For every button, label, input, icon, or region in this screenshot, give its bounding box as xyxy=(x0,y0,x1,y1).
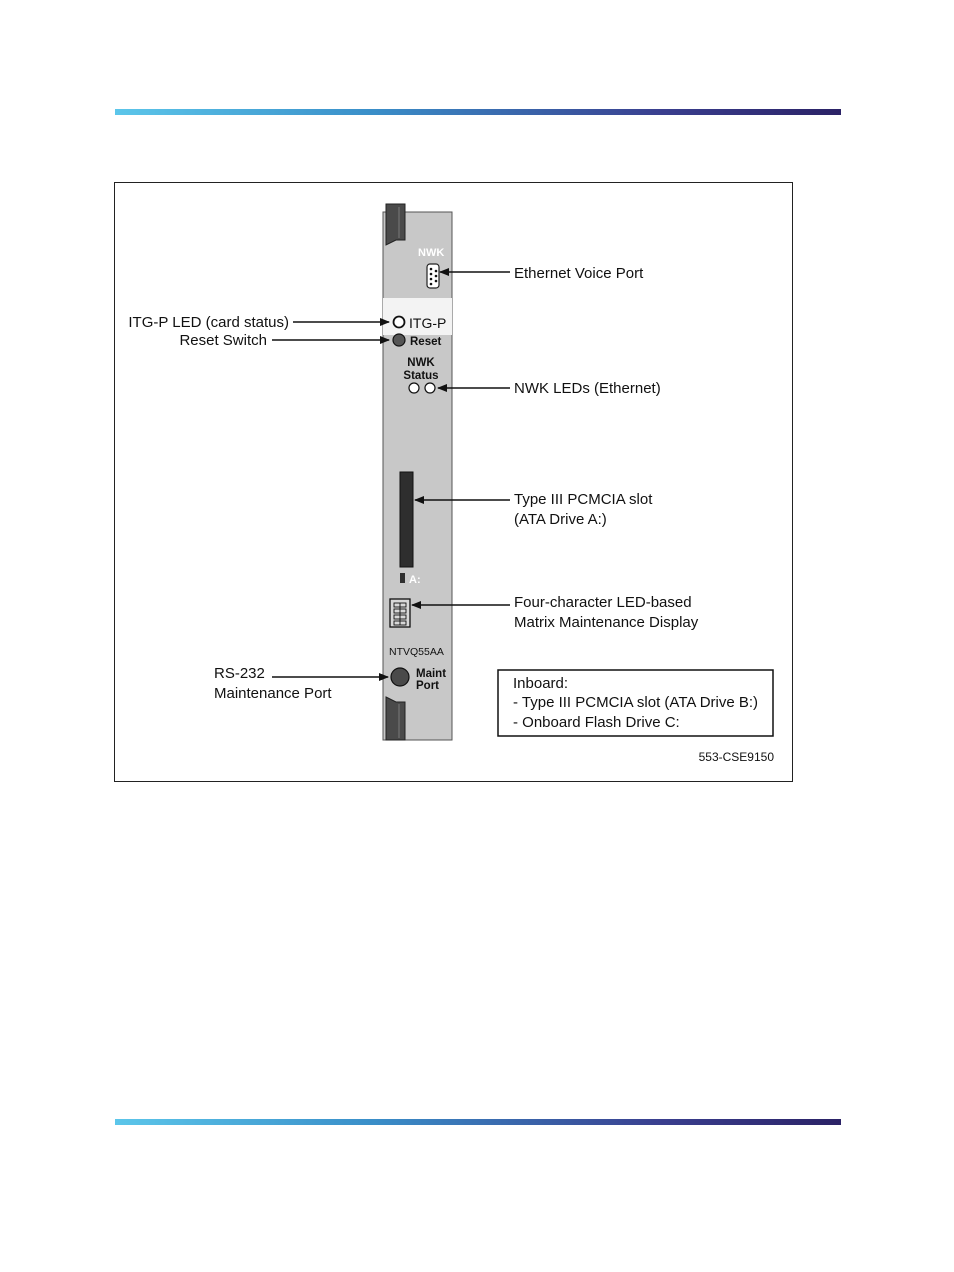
callout-display-line2: Matrix Maintenance Display xyxy=(514,614,699,631)
footer-rule xyxy=(115,1119,841,1125)
inboard-box xyxy=(497,669,774,737)
maint-port-label-1: Maint xyxy=(416,668,446,680)
nwk-led-1-icon xyxy=(408,382,420,394)
inboard-title: Inboard: xyxy=(513,675,568,692)
pcmcia-slot-icon xyxy=(399,471,414,568)
inboard-line1: - Type III PCMCIA slot (ATA Drive B:) xyxy=(513,694,758,711)
callout-pcmcia-line1: Type III PCMCIA slot xyxy=(514,491,653,508)
reset-label: Reset xyxy=(410,336,441,348)
callout-display-line1: Four-character LED-based xyxy=(514,594,692,611)
header-rule xyxy=(115,109,841,115)
figure-id: 553-CSE9150 xyxy=(699,750,775,764)
maint-port-label-2: Port xyxy=(416,680,439,692)
itg-p-label: ITG-P xyxy=(409,315,446,331)
callout-ethernet-voice-port: Ethernet Voice Port xyxy=(514,265,644,282)
drive-a-label: A: xyxy=(409,574,421,586)
callout-rs232-line2: Maintenance Port xyxy=(214,685,332,702)
maint-port-icon xyxy=(390,667,410,687)
itg-p-led-icon xyxy=(392,315,406,329)
top-latch xyxy=(385,203,406,246)
nwk-status-label-2: Status xyxy=(403,370,438,382)
drive-a-indicator xyxy=(400,573,405,583)
callout-reset-switch: Reset Switch xyxy=(179,332,267,349)
matrix-display-icon xyxy=(389,598,411,628)
ethernet-port-icon xyxy=(426,263,440,289)
card-faceplate xyxy=(382,211,453,741)
itg-p-band xyxy=(383,298,452,335)
callout-nwk-leds: NWK LEDs (Ethernet) xyxy=(514,380,661,397)
nwk-led-2-icon xyxy=(424,382,436,394)
reset-switch-icon xyxy=(392,333,406,347)
inboard-line2: - Onboard Flash Drive C: xyxy=(513,714,680,731)
callout-pcmcia-line2: (ATA Drive A:) xyxy=(514,511,607,528)
nwk-status-label-1: NWK xyxy=(407,357,435,369)
model-label: NTVQ55AA xyxy=(389,646,444,658)
nwk-top-label: NWK xyxy=(418,247,444,259)
callout-itg-p-led: ITG-P LED (card status) xyxy=(128,314,289,331)
callout-rs232-line1: RS-232 xyxy=(214,665,265,682)
figure-frame: NWK ITG-P Reset NWK Status A: xyxy=(114,182,793,782)
bottom-latch xyxy=(385,696,406,741)
card-diagram: NWK ITG-P Reset NWK Status A: xyxy=(128,203,775,764)
